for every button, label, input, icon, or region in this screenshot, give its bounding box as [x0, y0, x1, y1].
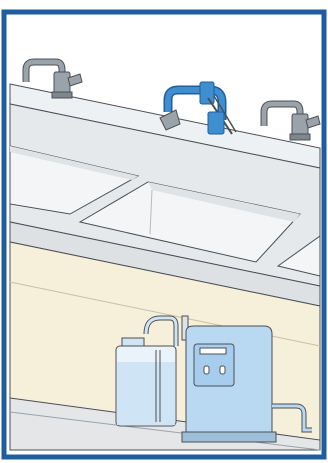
illustration-frame: [0, 0, 328, 463]
lab-sink-illustration: [0, 0, 328, 463]
